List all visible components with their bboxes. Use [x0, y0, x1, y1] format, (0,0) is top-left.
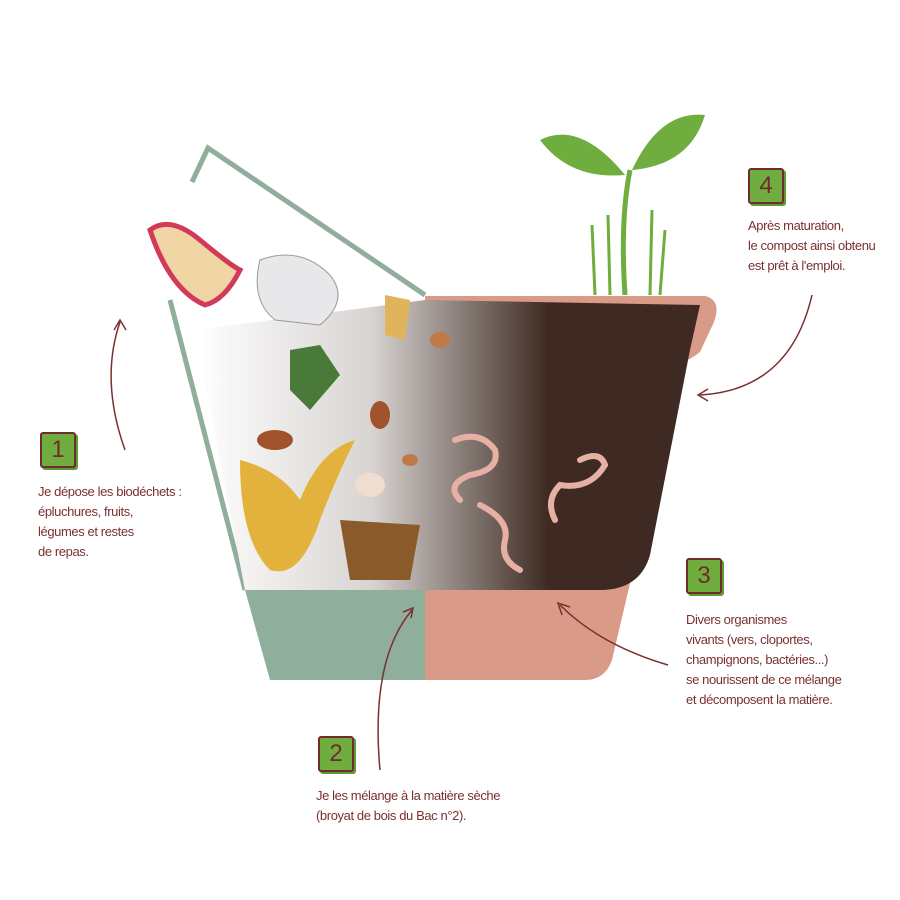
step-3-badge: 3 — [686, 558, 722, 594]
arrows — [110, 294, 813, 771]
step-1-badge: 1 — [40, 432, 76, 468]
food-scraps — [147, 221, 450, 580]
step-3-text: Divers organismes vivants (vers, cloport… — [686, 612, 842, 707]
step-2-text: Je les mélange à la matière sèche (broya… — [316, 788, 501, 823]
step-2-badge: 2 — [318, 736, 354, 772]
step-1-text: Je dépose les biodéchets : épluchures, f… — [38, 484, 182, 559]
green-bin — [167, 144, 427, 680]
step-4-text: Après maturation, le compost ainsi obten… — [748, 218, 876, 273]
sprout — [540, 114, 705, 296]
worms — [451, 433, 609, 573]
step-4-badge: 4 — [748, 168, 784, 204]
